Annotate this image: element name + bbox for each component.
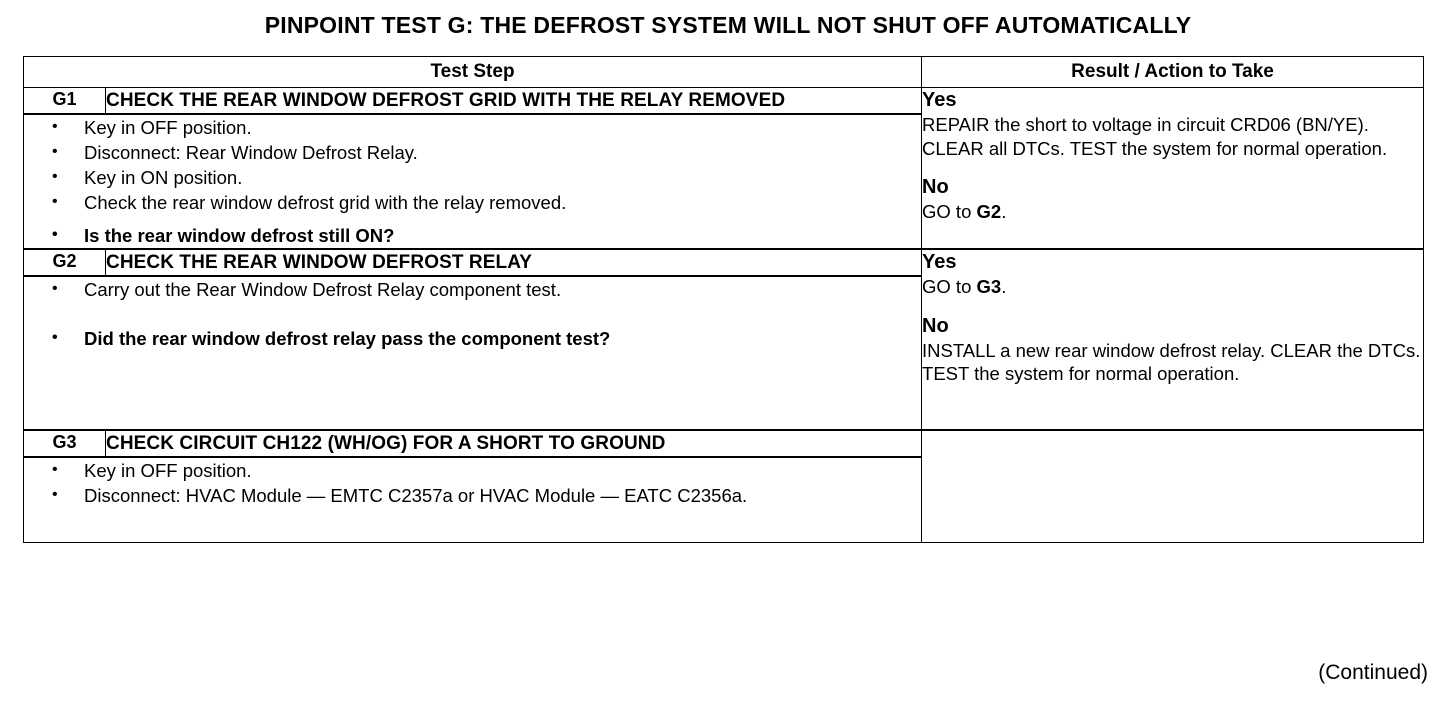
result-block-yes-g2: Yes GO to G3. [922, 250, 1423, 299]
result-label-yes: Yes [922, 89, 957, 111]
step-title-g2: CHECK THE REAR WINDOW DEFROST RELAY [104, 248, 923, 277]
table-row: Carry out the Rear Window Defrost Relay … [22, 275, 1424, 431]
table-row: Key in OFF position. Disconnect: Rear Wi… [22, 113, 1424, 250]
list-item: Key in ON position. [24, 164, 921, 190]
bullet-list-g2: Carry out the Rear Window Defrost Relay … [24, 276, 921, 351]
bullet-list-g1: Key in OFF position. Disconnect: Rear Wi… [24, 114, 921, 248]
table-row: G3 CHECK CIRCUIT CH122 (WH/OG) FOR A SHO… [23, 429, 1425, 543]
step-id-g2: G2 [23, 248, 106, 277]
table-row: Key in OFF position. Disconnect: HVAC Mo… [22, 456, 1424, 543]
result-block-no-g1: No GO to G2. [922, 175, 1423, 224]
step-id-g3: G3 [23, 429, 106, 458]
result-label-no: No [922, 314, 949, 337]
step-title-g1: CHECK THE REAR WINDOW DEFROST GRID WITH … [104, 87, 923, 115]
step-body-g3: Key in OFF position. Disconnect: HVAC Mo… [22, 456, 923, 543]
result-label-no: No [922, 176, 949, 198]
result-text-pre: GO to [922, 276, 977, 297]
list-item: Carry out the Rear Window Defrost Relay … [24, 276, 921, 302]
list-item: Disconnect: HVAC Module — EMTC C2357a or… [24, 482, 921, 508]
result-text-post: . [1001, 201, 1007, 222]
result-text-pre: GO to [922, 201, 977, 222]
result-text-no: INSTALL a new rear window defrost relay.… [922, 339, 1423, 386]
result-cell-g2: Yes GO to G3. No INSTALL a new rear wind… [921, 248, 1425, 431]
list-item: Check the rear window defrost grid with … [24, 189, 921, 215]
result-ref: G3 [976, 276, 1002, 297]
pinpoint-test-table: Test Step Result / Action to Take G1 CHE… [22, 56, 1425, 543]
result-text-pre: REPAIR the short to voltage in circuit C… [922, 114, 1388, 159]
table-row: G1 CHECK THE REAR WINDOW DEFROST GRID WI… [23, 87, 1425, 250]
result-block-no-g2: No INSTALL a new rear window defrost rel… [922, 314, 1423, 386]
result-text-post: . [1001, 276, 1007, 297]
step-body-g1: Key in OFF position. Disconnect: Rear Wi… [22, 113, 923, 250]
header-test-step: Test Step [22, 56, 923, 88]
step-title-g3: CHECK CIRCUIT CH122 (WH/OG) FOR A SHORT … [104, 429, 923, 458]
list-item: Key in OFF position. [24, 114, 921, 140]
result-cell-g1: Yes REPAIR the short to voltage in circu… [921, 87, 1425, 250]
result-text-yes: REPAIR the short to voltage in circuit C… [922, 113, 1423, 160]
list-item-question: Is the rear window defrost still ON? [24, 222, 921, 248]
table-header-row: Test Step Result / Action to Take [22, 56, 1425, 88]
bullet-list-g3: Key in OFF position. Disconnect: HVAC Mo… [24, 457, 921, 508]
step-body-g2: Carry out the Rear Window Defrost Relay … [22, 275, 923, 431]
continued-label: (Continued) [1318, 661, 1428, 684]
result-cell-g3 [921, 429, 1425, 543]
list-item-question: Did the rear window defrost relay pass t… [24, 325, 921, 351]
list-item: Disconnect: Rear Window Defrost Relay. [24, 139, 921, 165]
result-text-pre: INSTALL a new rear window defrost relay.… [922, 339, 1421, 385]
list-item: Key in OFF position. [24, 457, 921, 483]
header-result-action: Result / Action to Take [921, 56, 1425, 88]
result-label-yes: Yes [922, 251, 957, 273]
result-text-no: GO to G2. [922, 200, 1423, 224]
step-id-g1: G1 [23, 87, 106, 115]
table-row: G2 CHECK THE REAR WINDOW DEFROST RELAY Y… [23, 248, 1425, 431]
result-block-yes-g1: Yes REPAIR the short to voltage in circu… [922, 88, 1423, 160]
result-text-yes: GO to G3. [922, 275, 1423, 299]
page-title: PINPOINT TEST G: THE DEFROST SYSTEM WILL… [264, 12, 1192, 38]
result-ref: G2 [976, 201, 1002, 222]
